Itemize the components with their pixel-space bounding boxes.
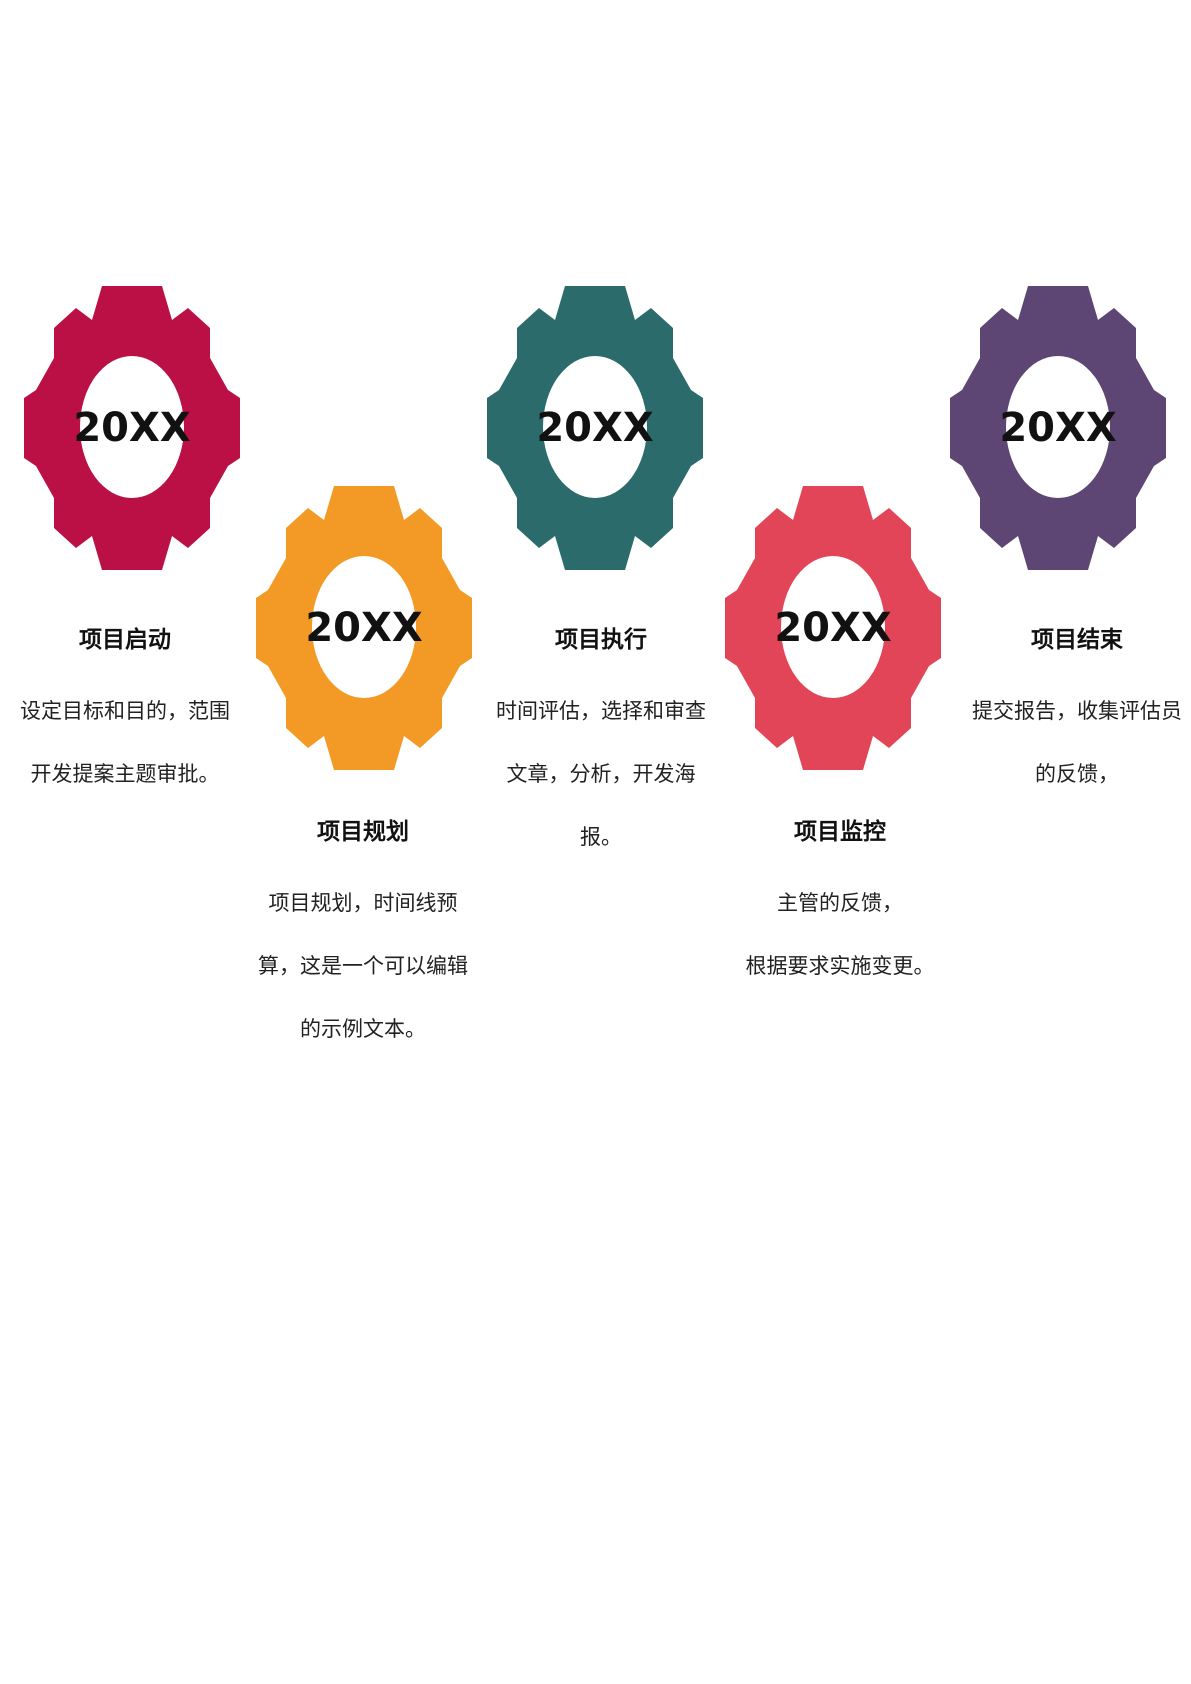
- stage-title: 项目监控: [794, 819, 886, 845]
- stage-description: 时间评估，选择和审查 文章，分析，开发海 报。: [496, 699, 706, 849]
- stage-description: 项目规划，时间线预 算，这是一个可以编辑 的示例文本。: [258, 891, 468, 1041]
- gear-year-label: 20XX: [999, 405, 1117, 451]
- gear-icon: [487, 286, 703, 570]
- gear-icon: [24, 286, 240, 570]
- stage-description: 设定目标和目的，范围 开发提案主题审批。: [20, 699, 230, 786]
- stage-5-text: 项目结束 提交报告，收集评估员 的反馈，: [957, 624, 1191, 806]
- stage-description: 主管的反馈， 根据要求实施变更。: [745, 891, 935, 978]
- gear-stage-4: 20XX: [725, 486, 941, 770]
- gear-icon: [950, 286, 1166, 570]
- gear-stage-5: 20XX: [950, 286, 1166, 570]
- stage-title: 项目结束: [1031, 627, 1123, 653]
- stage-title: 项目规划: [317, 819, 409, 845]
- gear-stage-2: 20XX: [256, 486, 472, 770]
- gear-year-label: 20XX: [305, 605, 423, 651]
- gear-stage-3: 20XX: [487, 286, 703, 570]
- stage-title: 项目执行: [555, 627, 647, 653]
- gear-year-label: 20XX: [73, 405, 191, 451]
- stage-4-text: 项目监控 主管的反馈， 根据要求实施变更。: [720, 816, 960, 998]
- gear-year-label: 20XX: [536, 405, 654, 451]
- gear-year-label: 20XX: [774, 605, 892, 651]
- gear-icon: [725, 486, 941, 770]
- gear-stage-1: 20XX: [24, 286, 240, 570]
- stage-2-text: 项目规划 项目规划，时间线预 算，这是一个可以编辑 的示例文本。: [243, 816, 483, 1061]
- stage-3-text: 项目执行 时间评估，选择和审查 文章，分析，开发海 报。: [481, 624, 721, 869]
- gear-icon: [256, 486, 472, 770]
- stage-description: 提交报告，收集评估员 的反馈，: [972, 699, 1182, 786]
- stage-title: 项目启动: [79, 627, 171, 653]
- stage-1-text: 项目启动 设定目标和目的，范围 开发提案主题审批。: [5, 624, 245, 806]
